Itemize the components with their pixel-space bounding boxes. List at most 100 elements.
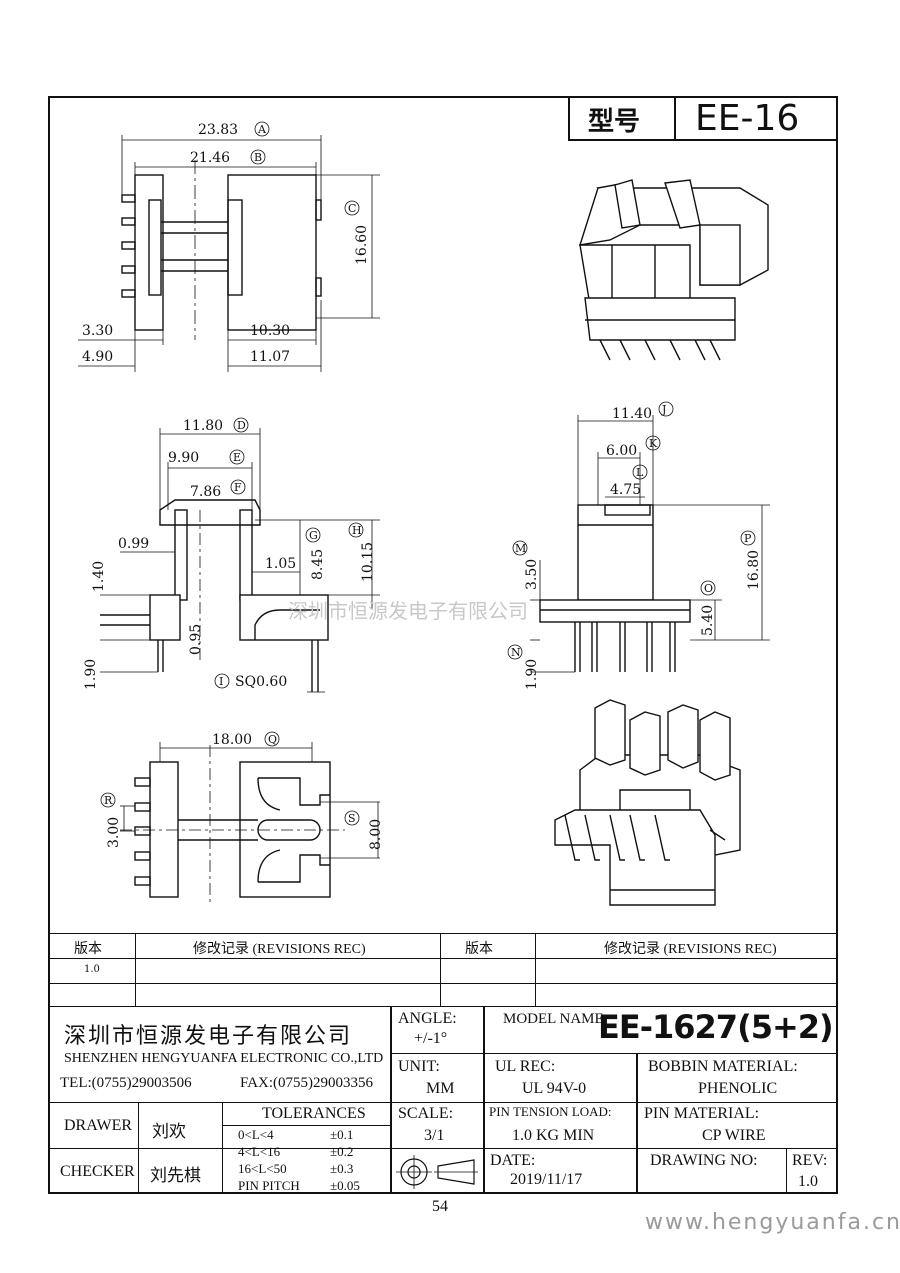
dim-330-text: 3.30 xyxy=(82,323,113,339)
dim-105-text: 1.05 xyxy=(265,556,296,572)
dim-k-circle: K xyxy=(649,437,658,450)
dim-a-text: 23.83 xyxy=(198,122,238,138)
top-view-drawing: 23.83 A 21.46 B C 16.60 3.30 4.90 10.30 … xyxy=(78,121,380,372)
angle-label: ANGLE: xyxy=(398,1010,457,1027)
tol-value-3: ±0.3 xyxy=(330,1161,354,1176)
company-name-cn: 深圳市恒源发电子有限公司 xyxy=(64,1024,353,1049)
dim-j-text: 11.40 xyxy=(612,406,652,422)
technical-drawings: .l { stroke:#111; stroke-width:1.4; fill… xyxy=(78,121,770,906)
page-number: 54 xyxy=(432,1198,448,1215)
rev-col-record-1: 修改记录 (REVISIONS REC) xyxy=(193,942,366,957)
rev-col-record-2: 修改记录 (REVISIONS REC) xyxy=(604,942,777,957)
checker-value: 刘先棋 xyxy=(150,1166,201,1186)
scale-value: 3/1 xyxy=(424,1127,445,1144)
dim-f-circle: F xyxy=(234,481,242,494)
dim-i-circle: I xyxy=(219,675,223,688)
date-label: DATE: xyxy=(490,1152,536,1169)
rev-col-version-1: 版本 xyxy=(74,941,102,957)
dim-1107-text: 11.07 xyxy=(250,349,290,365)
dim-b-circle: B xyxy=(254,151,262,164)
dim-f-text: 7.86 xyxy=(190,484,221,500)
tol-range-4: PIN PITCH xyxy=(238,1178,300,1193)
company-fax: FAX:(0755)29003356 xyxy=(240,1075,374,1091)
tol-range-1: 0<L<4 xyxy=(238,1127,274,1142)
unit-label: UNIT: xyxy=(398,1058,440,1075)
tb-vline-3 xyxy=(636,1053,638,1194)
dim-i-text: SQ0.60 xyxy=(235,674,287,690)
drawing-frame xyxy=(48,96,838,1194)
dim-c-circle: C xyxy=(348,202,356,215)
rev-label: REV: xyxy=(792,1152,828,1169)
model-name-label: MODEL NAME: xyxy=(503,1011,608,1027)
tb-vline-1 xyxy=(390,1007,392,1194)
checker-label: CHECKER xyxy=(60,1163,135,1180)
dim-p-circle: P xyxy=(744,532,752,545)
dim-h-circle: H xyxy=(352,524,362,537)
dim-490-text: 4.90 xyxy=(82,349,113,365)
dim-h-text: 10.15 xyxy=(360,542,376,582)
tb-hline-2 xyxy=(390,1102,838,1103)
model-header-box xyxy=(568,96,838,141)
rev-col-line-1 xyxy=(135,933,136,1007)
drawer-label: DRAWER xyxy=(64,1117,133,1134)
dim-m-text: 3.50 xyxy=(524,559,540,590)
dim-o-circle: O xyxy=(704,582,713,595)
side-view-left: 11.80 D 9.90 E 7.86 F G 8.45 H 10.15 0.9… xyxy=(83,417,380,693)
dim-d-circle: D xyxy=(237,419,246,432)
footer-url[interactable]: www.hengyuanfa.cn xyxy=(645,1210,900,1235)
dim-r-circle: R xyxy=(104,794,113,807)
ul-value: UL 94V-0 xyxy=(522,1080,587,1097)
model-code: EE-16 xyxy=(695,98,800,139)
watermark-text: 深圳市恒源发电子有限公司 xyxy=(288,599,528,623)
dim-b-text: 21.46 xyxy=(190,150,230,166)
dim-r-text: 3.00 xyxy=(106,817,122,848)
angle-value: +/-1° xyxy=(414,1030,448,1047)
rev-value: 1.0 xyxy=(798,1173,818,1190)
date-value: 2019/11/17 xyxy=(510,1171,583,1188)
model-label: 型号 xyxy=(588,107,641,137)
projection-symbol-icon xyxy=(396,1155,478,1189)
tol-range-2: 4<L<16 xyxy=(238,1144,281,1159)
tol-value-4: ±0.05 xyxy=(330,1178,360,1193)
rev-row-line-1 xyxy=(48,958,838,959)
revisions-table xyxy=(48,933,838,1007)
tol-range-3: 16<L<50 xyxy=(238,1161,287,1176)
pin-material-label: PIN MATERIAL: xyxy=(644,1105,760,1122)
dim-e-text: 9.90 xyxy=(168,450,199,466)
dim-g-text: 8.45 xyxy=(310,549,326,580)
dim-095-text: 0.95 xyxy=(188,624,204,655)
rev-col-version-2: 版本 xyxy=(465,941,493,957)
dim-n-text: 1.90 xyxy=(524,659,540,690)
tolerances-label: TOLERANCES xyxy=(262,1105,366,1122)
pin-material-value: CP WIRE xyxy=(702,1127,766,1144)
tb-hline-3 xyxy=(48,1148,838,1149)
tb-hline-1 xyxy=(390,1053,838,1054)
dim-q-circle: Q xyxy=(268,733,277,746)
front-view-right: 11.40 J 6.00 K L 4.75 M 3.50 P 16.80 O 5… xyxy=(507,401,770,690)
model-name-value: EE-1627(5+2) xyxy=(598,1008,834,1046)
dim-140-text: 1.40 xyxy=(91,561,107,592)
dim-1030-text: 10.30 xyxy=(250,323,290,339)
drawing-no-label: DRAWING NO: xyxy=(650,1152,758,1169)
company-name-en: SHENZHEN HENGYUANFA ELECTRONIC CO.,LTD xyxy=(64,1051,384,1066)
dim-m-circle: M xyxy=(515,542,526,555)
tb-hline-tol xyxy=(222,1125,390,1126)
dim-q-text: 18.00 xyxy=(212,732,252,748)
bottom-view-left: 18.00 Q R 3.00 S 8.00 xyxy=(100,731,384,905)
isometric-view-top xyxy=(578,179,769,361)
model-header-divider xyxy=(674,96,676,141)
pin-tension-value: 1.0 KG MIN xyxy=(512,1127,595,1144)
dim-099-text: 0.99 xyxy=(118,536,149,552)
dim-a-circle: A xyxy=(257,123,267,136)
dim-n-circle: N xyxy=(511,646,521,659)
dim-c-text: 16.60 xyxy=(354,225,370,265)
tol-value-2: ±0.2 xyxy=(330,1144,354,1159)
dim-s-text: 8.00 xyxy=(368,819,384,850)
tb-line-company-bottom xyxy=(48,1102,390,1103)
drawer-value: 刘欢 xyxy=(152,1122,186,1142)
dim-d-text: 11.80 xyxy=(183,418,223,434)
scale-label: SCALE: xyxy=(398,1105,454,1122)
ul-label: UL REC: xyxy=(495,1058,556,1075)
tb-vline-drawer xyxy=(138,1102,139,1194)
rev-row-version: 1.0 xyxy=(84,964,100,975)
